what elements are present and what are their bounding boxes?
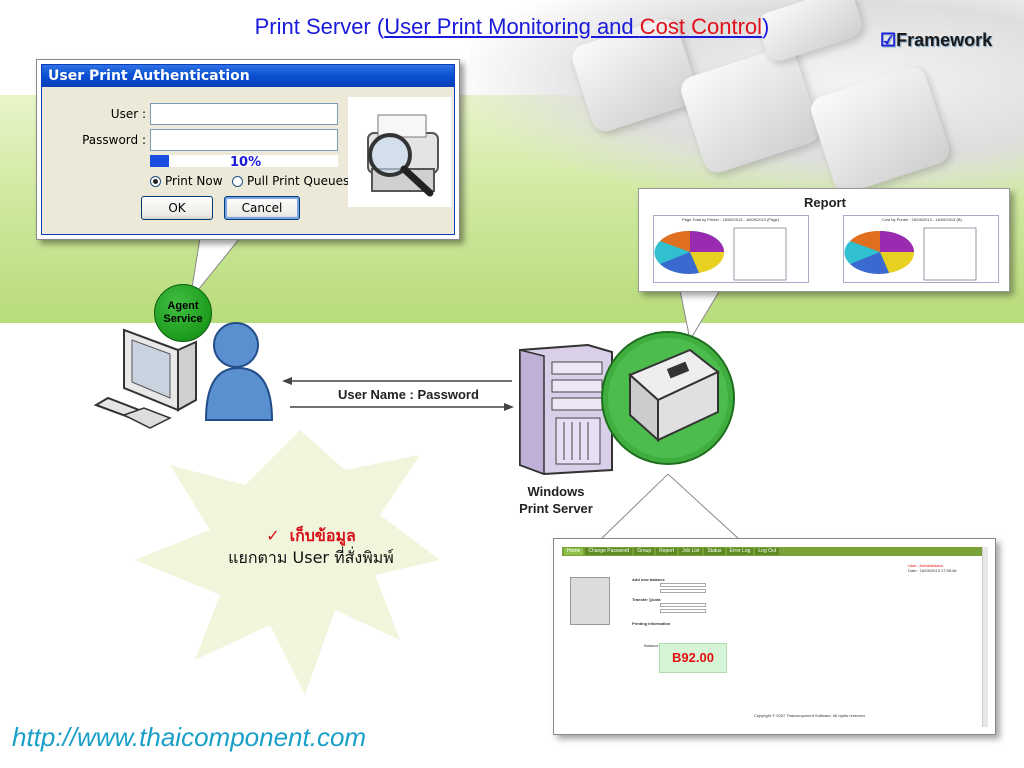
web-bubble-tail — [599, 473, 741, 541]
password-input[interactable] — [150, 129, 338, 151]
report-bubble-tail — [679, 289, 721, 342]
web-input[interactable] — [660, 609, 706, 613]
web-nav-change-password[interactable]: Change Password — [585, 548, 633, 555]
user-input[interactable] — [150, 103, 338, 125]
user-person-icon — [204, 322, 274, 421]
radio-unselected-icon — [232, 175, 243, 187]
balance-value: B92.00 — [672, 650, 714, 665]
password-label: Password : — [82, 133, 146, 147]
web-nav-log-out[interactable]: Log Out — [755, 548, 780, 555]
web-nav-bar: Home Change Password Group Report Job Li… — [562, 547, 982, 556]
dialog-title: User Print Authentication — [42, 65, 454, 87]
user-label: User : — [110, 107, 146, 121]
report-chart-frame-2: Cost by Printer : 16/09/2013 - 16/09/201… — [843, 215, 999, 283]
progress-percent: 10% — [230, 155, 262, 170]
web-nav-status[interactable]: Status — [704, 548, 725, 555]
windows-print-server-label: Windows Print Server — [519, 484, 593, 516]
report-panel: Report Page Total by Printer : 16/09/201… — [638, 188, 1010, 292]
credentials-arrow-label: User Name : Password — [338, 387, 479, 402]
web-scrollbar[interactable] — [982, 547, 988, 727]
web-nav-group[interactable]: Group — [634, 548, 655, 555]
cancel-button[interactable]: Cancel — [224, 196, 300, 220]
server-tower-icon — [519, 343, 613, 476]
ok-button[interactable]: OK — [141, 196, 213, 220]
report-title: Report — [804, 195, 846, 210]
slide-title: Print Server (User Print Monitoring and … — [254, 14, 770, 39]
printer-magnifier-image — [348, 97, 452, 207]
checkmark-icon: ✓ — [266, 526, 280, 545]
radio-print-now[interactable]: Print Now — [150, 174, 223, 188]
computer-icon — [93, 328, 197, 429]
user-print-auth-dialog: User Print Authentication User : Passwor… — [41, 64, 455, 235]
auth-dialog-frame: User Print Authentication User : Passwor… — [36, 59, 460, 240]
radio-selected-icon — [150, 175, 161, 187]
web-admin-screenshot: Home Change Password Group Report Job Li… — [553, 538, 996, 735]
web-input[interactable] — [660, 603, 706, 607]
checkbox-icon: ☑ — [880, 30, 897, 50]
web-nav-job-list[interactable]: Job List — [679, 548, 703, 555]
printer-search-icon — [367, 114, 439, 197]
web-nav-home[interactable]: Home — [564, 548, 584, 555]
website-url[interactable]: http://www.thaicomponent.com — [12, 722, 367, 752]
agent-service-badge: Agent Service — [154, 284, 212, 342]
web-input[interactable] — [660, 589, 706, 593]
data-collection-note: ✓เก็บข้อมูล แยกตาม User ที่สั่งพิมพ์ — [228, 526, 394, 567]
radio-pull-print-queues[interactable]: Pull Print Queues — [232, 174, 349, 188]
web-input[interactable] — [660, 583, 706, 587]
network-printer-icon — [601, 331, 735, 465]
framework-label: ☑Framework — [880, 30, 993, 50]
report-chart-frame-1: Page Total by Printer : 16/09/2013 - 16/… — [653, 215, 809, 283]
balance-box — [659, 643, 727, 673]
progress-bar — [150, 155, 338, 167]
progress-fill — [150, 155, 169, 167]
web-nav-report[interactable]: Report — [656, 548, 678, 555]
copier-image — [570, 577, 610, 625]
starburst-shape — [135, 430, 440, 695]
web-nav-error-log[interactable]: Error Log — [726, 548, 754, 555]
